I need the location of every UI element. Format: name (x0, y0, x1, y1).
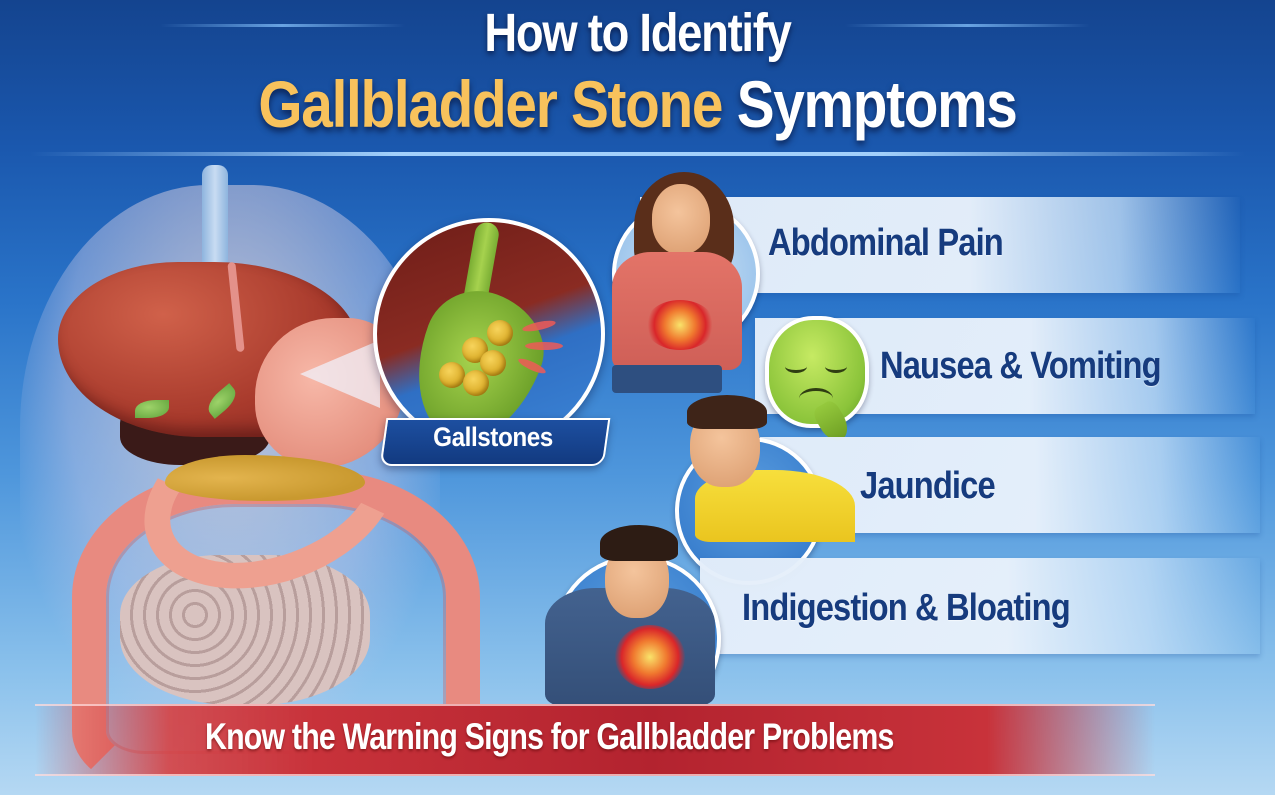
esophagus-icon (202, 165, 228, 275)
gallbladder-small-icon (135, 400, 169, 418)
title-accent: Gallbladder Stone (258, 67, 723, 141)
closed-eye (825, 360, 847, 373)
gallstone-icon (480, 350, 506, 376)
symptom-label: Abdominal Pain (768, 222, 1004, 264)
symptom-label: Indigestion & Bloating (742, 587, 1071, 629)
pancreas-icon (165, 455, 365, 501)
frown (799, 388, 833, 409)
title-line-2: Gallbladder Stone Symptoms (89, 66, 1186, 142)
symptom-label: Jaundice (860, 465, 996, 507)
gallstone-icon (487, 320, 513, 346)
title-line-1: How to Identify (484, 3, 791, 63)
gallstones-label: Gallstones (433, 422, 553, 452)
callout-pointer (300, 340, 380, 408)
warning-banner (35, 704, 1155, 776)
hair (600, 525, 678, 561)
gallstone-icon (439, 362, 465, 388)
pain-indicator-icon (525, 342, 563, 350)
closed-eye (785, 360, 807, 373)
title-plain: Symptoms (736, 67, 1018, 141)
warning-banner-text: Know the Warning Signs for Gallbladder P… (205, 716, 894, 757)
hair (687, 395, 767, 429)
symptom-label: Nausea & Vomiting (880, 345, 1162, 387)
pain-burst-icon (645, 300, 715, 350)
symptom-bar-indigestion (700, 558, 1260, 654)
nauseated-face-icon (765, 316, 869, 446)
pain-burst-icon (615, 625, 685, 689)
title-decor-line-right (845, 24, 1090, 27)
header-divider (30, 152, 1245, 156)
title-decor-line-left (160, 24, 405, 27)
jeans (612, 365, 722, 393)
gallbladder-with-stones-icon (373, 218, 605, 450)
face (652, 184, 710, 254)
gallstone-icon (463, 370, 489, 396)
